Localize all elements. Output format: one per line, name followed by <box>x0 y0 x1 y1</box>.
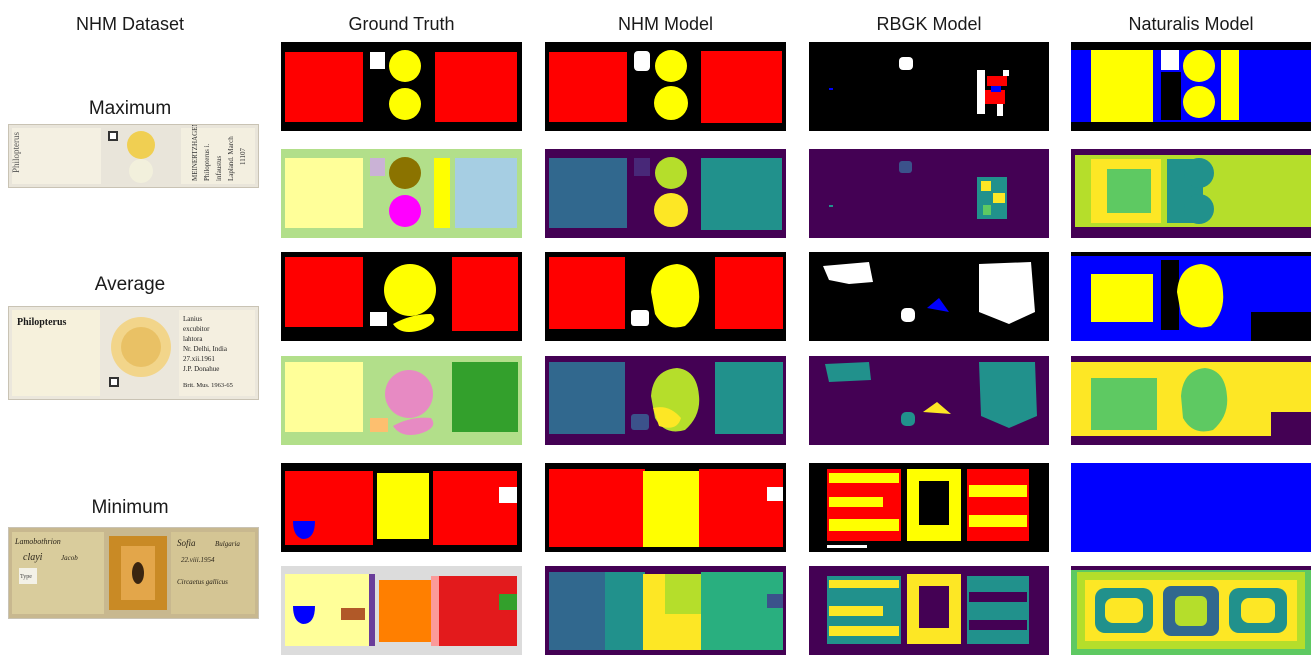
svg-text:Jacob: Jacob <box>61 554 78 562</box>
gt-mask-average-color <box>281 252 522 341</box>
gt-mask-minimum-classes <box>281 566 522 655</box>
nhm-pred-average-classes <box>545 356 786 445</box>
naturalis-pred-minimum-classes <box>1071 566 1311 655</box>
svg-text:Lapland. March: Lapland. March <box>227 136 235 181</box>
slide-photo-minimum: Lamobothrion clayi Jacob Type Sofia Bulg… <box>8 527 259 619</box>
nhm-pred-minimum-color <box>545 463 786 552</box>
svg-text:Brit. Mus. 1963-65: Brit. Mus. 1963-65 <box>183 382 233 389</box>
svg-text:clayi: clayi <box>23 552 43 563</box>
rbgk-pred-minimum-color <box>809 463 1049 552</box>
gt-mask-average-classes <box>281 356 522 445</box>
nhm-pred-minimum-classes <box>545 566 786 655</box>
header-nhm-dataset: NHM Dataset <box>0 14 260 35</box>
svg-text:11107: 11107 <box>239 148 247 165</box>
svg-text:Circaetus gallicus: Circaetus gallicus <box>177 578 228 586</box>
svg-text:J.P. Donahue: J.P. Donahue <box>183 365 219 373</box>
naturalis-pred-maximum-color <box>1071 42 1311 131</box>
svg-text:infaustus: infaustus <box>215 155 223 181</box>
svg-text:22.viii.1954: 22.viii.1954 <box>181 556 215 564</box>
header-ground-truth: Ground Truth <box>281 14 522 35</box>
slide-photo-average: Philopterus Lanius excubitor lahtora Nr.… <box>8 306 259 400</box>
row-label-minimum: Minimum <box>0 497 260 519</box>
svg-text:Nr. Delhi, India: Nr. Delhi, India <box>183 345 228 353</box>
nhm-pred-average-color <box>545 252 786 341</box>
svg-text:Philopterus i.: Philopterus i. <box>203 143 211 181</box>
naturalis-pred-minimum-color <box>1071 463 1311 552</box>
header-nhm-model: NHM Model <box>545 14 786 35</box>
slide-label-right: Lanius <box>183 315 202 323</box>
header-rbgk-model: RBGK Model <box>809 14 1049 35</box>
rbgk-pred-average-color <box>809 252 1049 341</box>
svg-text:Type: Type <box>20 574 32 580</box>
svg-text:excubitor: excubitor <box>183 325 210 333</box>
naturalis-pred-average-color <box>1071 252 1311 341</box>
rbgk-pred-average-classes <box>809 356 1049 445</box>
slide-label-left: Philopterus <box>11 132 21 173</box>
svg-text:27.xii.1961: 27.xii.1961 <box>183 355 215 363</box>
nhm-pred-maximum-classes <box>545 149 786 238</box>
naturalis-pred-average-classes <box>1071 356 1311 445</box>
svg-text:lahtora: lahtora <box>183 335 203 343</box>
gt-mask-minimum-color <box>281 463 522 552</box>
row-label-average: Average <box>0 274 260 296</box>
rbgk-pred-maximum-color <box>809 42 1049 131</box>
rbgk-pred-minimum-classes <box>809 566 1049 655</box>
header-naturalis-model: Naturalis Model <box>1071 14 1311 35</box>
rbgk-pred-maximum-classes <box>809 149 1049 238</box>
slide-photo-maximum: Philopterus MEINERTZHAGEN Philopterus i.… <box>8 124 259 188</box>
nhm-pred-maximum-color <box>545 42 786 131</box>
gt-mask-maximum-color <box>281 42 522 131</box>
row-label-maximum: Maximum <box>0 98 260 120</box>
gt-mask-maximum-classes <box>281 149 522 238</box>
svg-text:Bulgaria: Bulgaria <box>215 540 240 548</box>
slide-label-right: Sofia <box>177 538 196 548</box>
slide-label-left: Lamobothrion <box>14 537 61 546</box>
slide-label-right: MEINERTZHAGEN <box>191 125 199 181</box>
naturalis-pred-maximum-classes <box>1071 149 1311 238</box>
slide-label-left: Philopterus <box>17 317 67 328</box>
